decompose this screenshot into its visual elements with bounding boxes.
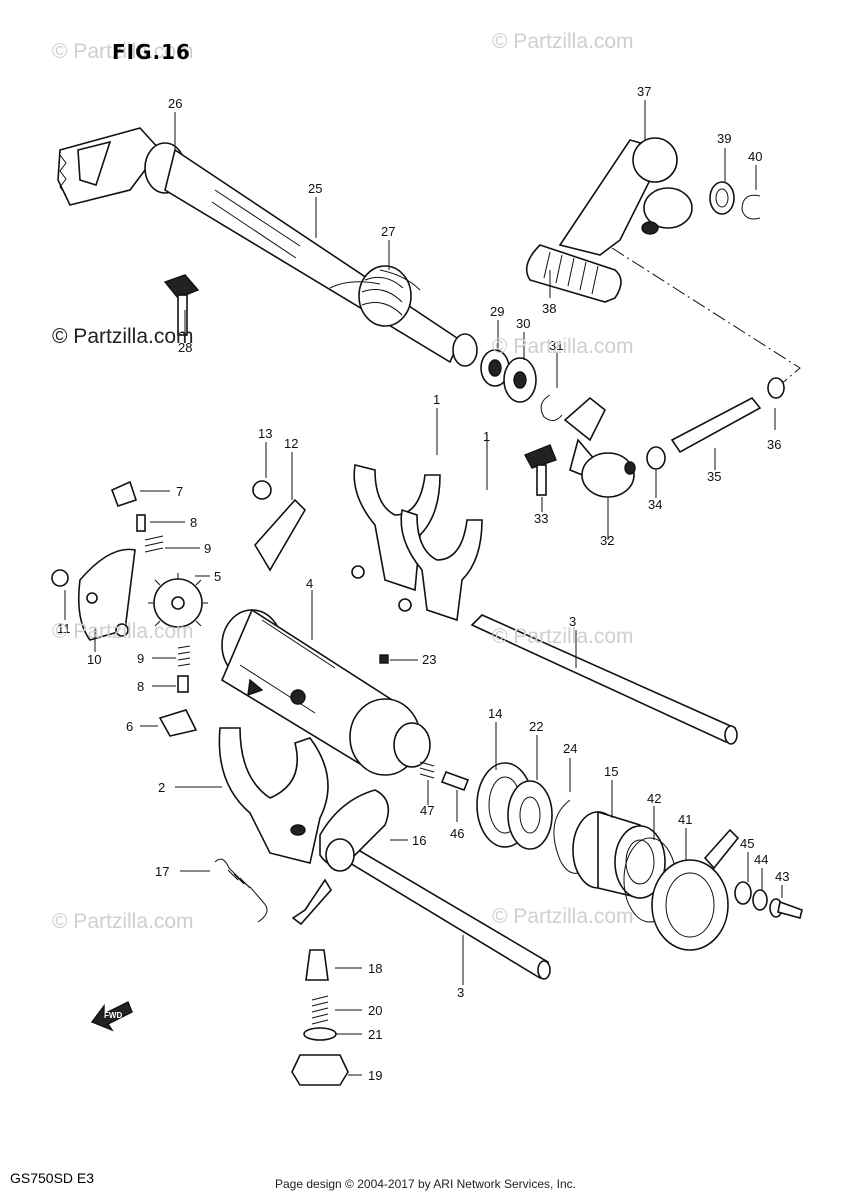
part-label-42: 42 xyxy=(647,791,661,806)
part-label-45: 45 xyxy=(740,836,754,851)
screw-43-part[interactable] xyxy=(769,898,803,919)
part-label-7: 7 xyxy=(176,484,183,499)
washer-39-part[interactable] xyxy=(709,181,735,215)
part-label-3a: 3 xyxy=(569,614,576,629)
part-label-37: 37 xyxy=(637,84,651,99)
ring-24-part[interactable] xyxy=(553,799,586,874)
cam-gear-5-part[interactable] xyxy=(148,573,208,633)
gearshift-shaft-part[interactable] xyxy=(57,127,478,367)
watermark: © Partzilla.com xyxy=(52,40,194,63)
part-label-5: 5 xyxy=(214,569,221,584)
part-label-38: 38 xyxy=(542,301,556,316)
watermark: © Partzilla.com xyxy=(52,325,194,348)
shift-arm-16-part[interactable] xyxy=(291,789,390,926)
part-label-12: 12 xyxy=(284,436,298,451)
link-rod-part[interactable] xyxy=(524,377,785,498)
part-label-24: 24 xyxy=(563,741,577,756)
part-label-43: 43 xyxy=(775,869,789,884)
part-label-1a: 1 xyxy=(433,392,440,407)
washer-30-part[interactable] xyxy=(503,357,537,403)
watermark: © Partzilla.com xyxy=(492,625,634,648)
part-label-2: 2 xyxy=(158,780,165,795)
part-label-1b: 1 xyxy=(483,429,490,444)
part-label-44: 44 xyxy=(754,852,768,867)
bearing-15-part[interactable] xyxy=(572,810,666,900)
part-label-47: 47 xyxy=(420,803,434,818)
part-label-8b: 8 xyxy=(137,679,144,694)
fwd-arrow-icon: FWD xyxy=(90,1001,133,1032)
part-label-9b: 9 xyxy=(137,651,144,666)
cam-drum-4-part[interactable] xyxy=(220,608,431,776)
part-label-33: 33 xyxy=(534,511,548,526)
clip-31-part[interactable] xyxy=(540,394,563,421)
part-label-17: 17 xyxy=(155,864,169,879)
part-label-36: 36 xyxy=(767,437,781,452)
fwd-label: FWD xyxy=(104,1011,122,1020)
watermark: © Partzilla.com xyxy=(492,30,634,53)
part-label-40: 40 xyxy=(748,149,762,164)
part-label-26: 26 xyxy=(168,96,182,111)
watermark: © Partzilla.com xyxy=(492,905,634,928)
part-label-16: 16 xyxy=(412,833,426,848)
clip-40-part[interactable] xyxy=(741,194,761,220)
washers-44-45-part[interactable] xyxy=(734,881,768,911)
callout-lines xyxy=(64,100,783,1076)
stopper-plate-10-part[interactable] xyxy=(77,548,136,641)
part-label-21: 21 xyxy=(368,1027,382,1042)
part-label-30: 30 xyxy=(516,316,530,331)
part-label-10: 10 xyxy=(87,652,101,667)
part-label-39: 39 xyxy=(717,131,731,146)
watermark: © Partzilla.com xyxy=(52,620,194,643)
watermark: © Partzilla.com xyxy=(492,335,634,358)
model-code: GS750SD E3 xyxy=(10,1170,95,1186)
figure-title: FIG.16 xyxy=(112,40,191,64)
part-label-22: 22 xyxy=(529,719,543,734)
small-parts-cluster[interactable] xyxy=(51,480,389,737)
part-label-41: 41 xyxy=(678,812,692,827)
part-label-14: 14 xyxy=(488,706,502,721)
part-label-46: 46 xyxy=(450,826,464,841)
part-label-3b: 3 xyxy=(457,985,464,1000)
part-label-18: 18 xyxy=(368,961,382,976)
shift-fork-2-part[interactable] xyxy=(218,727,329,864)
part-label-34: 34 xyxy=(648,497,662,512)
shift-fork-1-part[interactable] xyxy=(351,464,483,622)
part-label-35: 35 xyxy=(707,469,721,484)
part-label-27: 27 xyxy=(381,224,395,239)
spring-17-part[interactable] xyxy=(214,858,268,923)
part-label-19: 19 xyxy=(368,1068,382,1083)
part-label-4: 4 xyxy=(306,576,313,591)
part-label-29: 29 xyxy=(490,304,504,319)
watermark: © Partzilla.com xyxy=(52,910,194,933)
part-label-6: 6 xyxy=(126,719,133,734)
bolt-28-part[interactable] xyxy=(163,274,200,336)
washer-22-part[interactable] xyxy=(507,780,553,850)
part-label-31: 31 xyxy=(549,338,563,353)
part-label-13: 13 xyxy=(258,426,272,441)
detent-stack-part[interactable] xyxy=(291,949,349,1086)
page-credit: Page design © 2004-2017 by ARI Network S… xyxy=(275,1177,577,1191)
cover-41-part[interactable] xyxy=(651,828,740,951)
pin-47-46-part[interactable] xyxy=(419,761,470,792)
part-label-8a: 8 xyxy=(190,515,197,530)
part-label-15: 15 xyxy=(604,764,618,779)
part-label-28: 28 xyxy=(178,340,192,355)
fork-shaft-3a-part[interactable] xyxy=(470,614,738,745)
part-label-32: 32 xyxy=(600,533,614,548)
gearshift-lever-part[interactable] xyxy=(525,137,693,303)
bearing-29-part[interactable] xyxy=(480,349,510,387)
part-label-23: 23 xyxy=(422,652,436,667)
part-label-25: 25 xyxy=(308,181,322,196)
part-label-11: 11 xyxy=(57,621,71,636)
part-label-20: 20 xyxy=(368,1003,382,1018)
part-label-9a: 9 xyxy=(204,541,211,556)
